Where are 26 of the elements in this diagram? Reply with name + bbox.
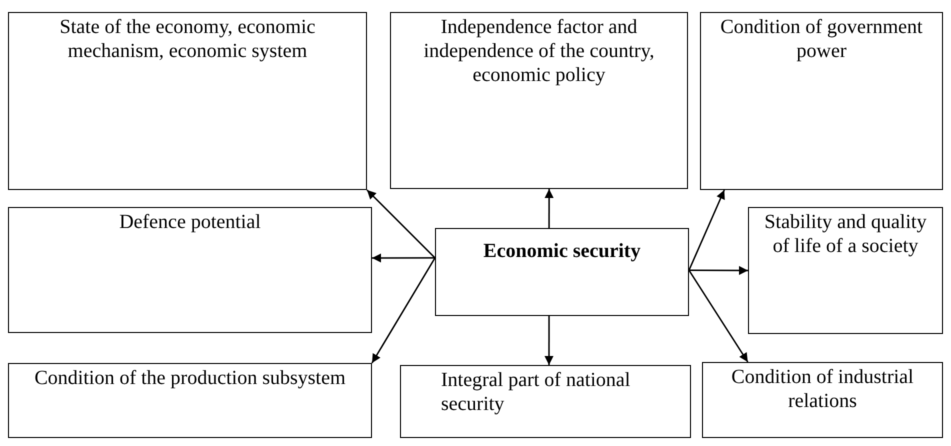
arrow: [371, 258, 436, 364]
text-box: [8, 12, 367, 190]
text-box: [748, 207, 943, 334]
arrow: [688, 190, 725, 271]
box-text: Stability and quality of life of a society: [763, 210, 928, 259]
text-box: [8, 207, 372, 333]
arrow: [689, 266, 748, 275]
box-text: Defence potential: [118, 210, 262, 235]
box-text: Independence factor and independence of the country, economic policy: [422, 15, 656, 88]
text-box: [400, 365, 691, 438]
text-box: [8, 363, 372, 438]
box-text: Condition of the production subsystem: [33, 366, 347, 391]
text-box: [435, 228, 689, 316]
heading-text: Economic security: [482, 239, 642, 264]
box-text: State of the economy, economic mechanism, economic system: [58, 15, 316, 64]
text-box: [700, 12, 943, 190]
box-text: Integral part of national security: [440, 368, 632, 417]
box-text: Condition of industrial relations: [730, 365, 915, 414]
arrow: [544, 316, 554, 365]
arrow: [688, 270, 748, 362]
box-text: Condition of government power: [719, 15, 924, 64]
arrow: [544, 189, 554, 228]
text-box: [702, 362, 943, 438]
arrow: [372, 254, 435, 263]
arrow: [366, 189, 436, 258]
text-box: [390, 12, 688, 189]
